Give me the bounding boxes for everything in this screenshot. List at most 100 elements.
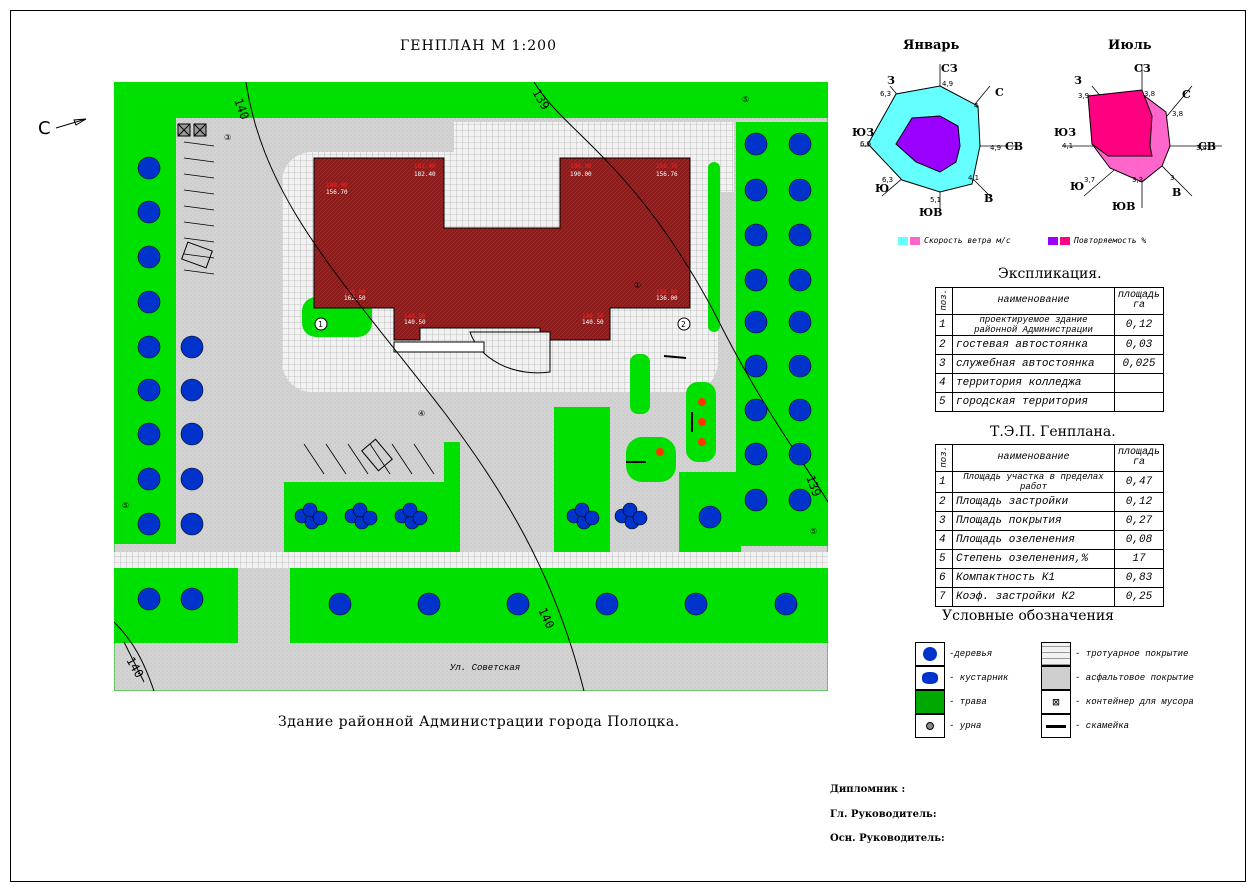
svg-text:190.00: 190.00 — [570, 171, 592, 178]
svg-text:140.50: 140.50 — [404, 313, 426, 320]
pavement-icon — [1041, 642, 1071, 666]
svg-text:4,9: 4,9 — [942, 80, 953, 88]
jan-dir-w: З — [887, 74, 895, 87]
building-footprint — [313, 157, 691, 341]
trees — [137, 132, 812, 616]
legend-right: - тротуарное покрытие - асфальтовое покр… — [1041, 642, 1221, 738]
jul-dir-w: З — [1074, 74, 1082, 87]
signature-diplomnik: Дипломник : — [830, 784, 906, 795]
jan-dir-e: В — [984, 192, 994, 205]
svg-text:190.00: 190.00 — [344, 289, 366, 296]
svg-text:182.40: 182.40 — [414, 163, 436, 170]
svg-text:3,9: 3,9 — [1078, 92, 1089, 100]
legend-asphalt: - асфальтовое покрытие — [1041, 666, 1221, 690]
svg-text:⑤: ⑤ — [810, 527, 817, 536]
shrubs — [294, 502, 648, 530]
svg-text:182.40: 182.40 — [414, 171, 436, 178]
svg-text:6,6: 6,6 — [860, 140, 872, 148]
legend-grass: - трава — [915, 690, 1035, 714]
jan-dir-sw: ЮЗ — [852, 126, 875, 139]
legend-bin: - урна — [915, 714, 1035, 738]
legend-shrubs: - кустарник — [915, 666, 1035, 690]
svg-text:③: ③ — [224, 133, 231, 142]
legend-left: -деревья - кустарник - трава - урна — [915, 642, 1035, 738]
svg-text:190.00: 190.00 — [570, 163, 592, 170]
plan-title: ГЕНПЛАН М 1:200 — [400, 38, 557, 54]
jul-dir-s: Ю — [1070, 180, 1085, 193]
jul-dir-ne: СВ — [1198, 140, 1217, 153]
site-plan: 190.00 182.40 190.00 156.76 190.00 140.50 1… — [114, 82, 828, 691]
svg-text:3: 3 — [1170, 174, 1174, 182]
svg-text:4,9: 4,9 — [990, 144, 1001, 152]
asphalt-icon — [1041, 666, 1071, 690]
building-number-1: 1 — [318, 320, 323, 329]
jan-dir-se: ЮВ — [919, 206, 943, 219]
signature-main-supervisor: Гл. Руководитель: — [830, 809, 937, 820]
svg-text:3,8: 3,8 — [1144, 90, 1155, 98]
legend-title: Условные обозначения — [942, 608, 1115, 624]
svg-text:4,1: 4,1 — [968, 174, 979, 182]
drawing-frame — [10, 10, 1246, 882]
wind-legend-freq: Повторяемость % — [1048, 236, 1146, 245]
legend-pavement: - тротуарное покрытие — [1041, 642, 1221, 666]
tep-title: Т.Э.П. Генплана. — [990, 424, 1116, 440]
svg-text:3,4: 3,4 — [1196, 144, 1208, 152]
north-label: С — [38, 118, 51, 139]
explication-title: Экспликация. — [998, 266, 1102, 282]
legend-bench: - скамейка — [1041, 714, 1221, 738]
svg-text:Ул. Советская: Ул. Советская — [449, 663, 520, 673]
svg-text:4,1: 4,1 — [1062, 142, 1073, 150]
bottom-caption: Здание районной Администрации города Пол… — [278, 714, 680, 730]
svg-text:5,1: 5,1 — [930, 196, 941, 204]
legend-container: ⊠ - контейнер для мусора — [1041, 690, 1221, 714]
jan-dir-nw: СЗ — [941, 62, 958, 75]
svg-text:6,3: 6,3 — [880, 90, 891, 98]
tree-icon — [923, 647, 937, 661]
svg-text:156.70: 156.70 — [326, 189, 348, 196]
svg-text:136.00: 136.00 — [656, 295, 678, 302]
wind-legend-speed: Скорость ветра м/с — [898, 236, 1011, 245]
jan-dir-ne: СВ — [1005, 140, 1024, 153]
svg-text:④: ④ — [418, 409, 425, 418]
svg-text:136.00: 136.00 — [656, 289, 678, 296]
wind-rose-july: 3,8 3,8 3,4 3 3,3 3,7 4,1 3,9 — [1062, 64, 1222, 208]
svg-text:3,3: 3,3 — [1132, 176, 1143, 184]
svg-text:3,8: 3,8 — [1172, 110, 1183, 118]
svg-text:140.50: 140.50 — [404, 319, 426, 326]
svg-text:3,7: 3,7 — [1084, 176, 1095, 184]
svg-text:140.50: 140.50 — [582, 313, 604, 320]
wind-rose-jan-title: Январь — [903, 38, 960, 53]
container-icon: ⊠ — [1052, 695, 1060, 710]
jul-dir-se: ЮВ — [1112, 200, 1136, 213]
grass-icon — [915, 690, 945, 714]
jul-dir-n: С — [1182, 88, 1191, 101]
svg-text:140: 140 — [231, 96, 252, 121]
building-number-2: 2 — [681, 320, 686, 329]
svg-text:①: ① — [634, 281, 641, 290]
jan-dir-n: С — [995, 86, 1004, 99]
jan-dir-s: Ю — [875, 182, 890, 195]
jul-dir-nw: СЗ — [1134, 62, 1151, 75]
jul-dir-sw: ЮЗ — [1054, 126, 1077, 139]
svg-text:190.00: 190.00 — [326, 182, 348, 189]
svg-text:4: 4 — [974, 102, 979, 110]
svg-text:156.76: 156.76 — [656, 171, 678, 178]
svg-text:⑤: ⑤ — [122, 501, 129, 510]
signature-base-supervisor: Осн. Руководитель: — [830, 833, 945, 844]
north-arrow-icon — [55, 118, 87, 129]
svg-text:139: 139 — [803, 473, 824, 498]
wind-rose-january: 4,944,9 4,15,16,3 6,66,3 — [860, 64, 1020, 208]
svg-text:156.76: 156.76 — [656, 163, 678, 170]
